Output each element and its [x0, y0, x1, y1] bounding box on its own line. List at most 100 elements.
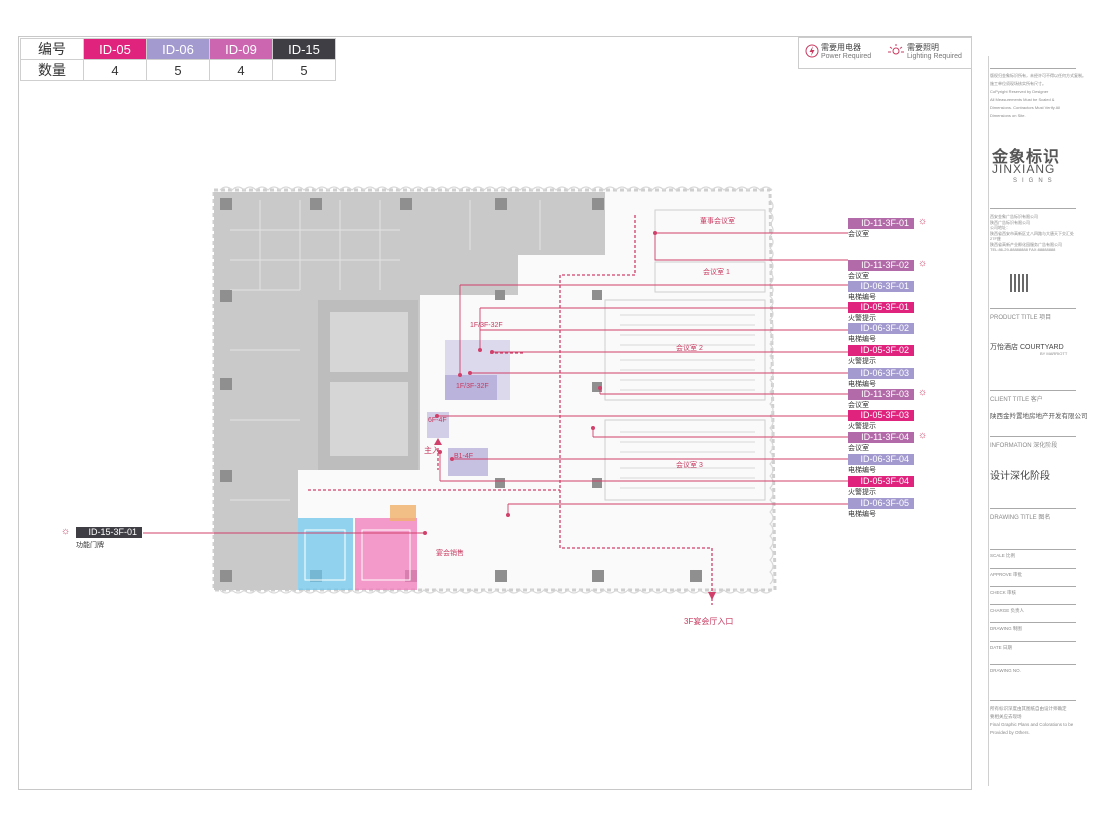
callout-tag: ID-11-3F-04	[848, 432, 914, 443]
company-line: 陕西省高新产业孵化园服务广告有限公司	[990, 241, 1062, 247]
callout-tag: ID-05-3F-03	[848, 410, 914, 421]
callout-tag-id-15: ID-15-3F-01	[76, 527, 142, 538]
lighting-label: 需要照明	[907, 43, 939, 52]
callout-tag: ID-11-3F-02	[848, 260, 914, 271]
power-icon	[805, 44, 819, 58]
qr-code-icon	[1010, 274, 1028, 292]
seating-rows	[620, 314, 755, 489]
callout-tag: ID-11-3F-03	[848, 389, 914, 400]
title-field-label: DRAWING 制图	[990, 626, 1022, 631]
copy-line: CoPyright Reserved by Designer	[990, 89, 1049, 94]
callout-tag: ID-05-3F-02	[848, 345, 914, 356]
callout-tag: ID-06-3F-05	[848, 498, 914, 509]
label-meeting-room-2: 会议室 2	[676, 343, 703, 352]
legend-id-15: ID-15	[272, 38, 336, 60]
legend-count-label: 数量	[20, 59, 84, 81]
company-line: 陕西广告标识有限公司	[990, 219, 1030, 225]
callout-tag: ID-11-3F-01	[848, 218, 914, 229]
callout-tag: ID-06-3F-04	[848, 454, 914, 465]
footer-line: 所有标识深度由其图纸自由设计师确定	[990, 706, 1067, 711]
lighting-icon	[888, 44, 904, 55]
label-elevator-d: B1-4F	[454, 453, 473, 460]
company-line: 27F座	[990, 236, 1001, 241]
information-label: INFORMATION 深化阶段	[990, 443, 1058, 449]
callout-caption: 会议室	[848, 445, 869, 452]
callout-tag: ID-05-3F-01	[848, 302, 914, 313]
legend-count-05: 4	[83, 59, 147, 81]
label-banquet-sales: 宴会销售	[436, 548, 464, 557]
label-elevator-a: 1F/3F-32F	[470, 322, 503, 329]
label-elevator-b: 1F/3F-32F	[456, 383, 489, 390]
function-area-pink	[355, 518, 417, 590]
legend-count-09: 4	[209, 59, 273, 81]
copy-line: Dimensions. Contractors Must Verify All	[990, 105, 1061, 110]
callout-tag: ID-06-3F-03	[848, 368, 914, 379]
lighting-icon: ☼	[918, 216, 928, 227]
callout-caption-id-15: 功能门牌	[76, 542, 104, 549]
client-label: CLIENT TITLE 客户	[990, 397, 1043, 403]
product-title-label: PRODUCT TITLE 项目	[990, 315, 1052, 321]
company-logo: 金象标识	[992, 149, 1061, 166]
company-logo-sub: SIGNS	[1013, 178, 1057, 184]
title-field-label: DRAWING NO.	[990, 668, 1021, 673]
stage-label: 设计深化阶段	[990, 471, 1050, 482]
label-meeting-room-3: 会议室 3	[676, 460, 703, 469]
legend-count-15: 5	[272, 59, 336, 81]
power-label: 需要用电器	[821, 43, 861, 52]
company-logo-en: JINXIANG	[992, 162, 1056, 176]
legend-id-05: ID-05	[83, 38, 147, 60]
lighting-icon: ☼	[918, 430, 928, 441]
callout-tag: ID-05-3F-04	[848, 476, 914, 487]
title-block-divider	[988, 56, 989, 786]
title-field-label: APPROVE 审批	[990, 572, 1023, 577]
power-label-en: Power Required	[821, 53, 872, 60]
callout-tag: ID-06-3F-02	[848, 323, 914, 334]
label-meeting-room-1: 会议室 1	[703, 267, 730, 276]
footer-line: Provided by Others.	[990, 730, 1030, 735]
callout-caption: 火警提示	[848, 315, 876, 322]
footer-line: 要相关应去现场	[990, 714, 1022, 719]
product-title: 万怡酒店 COURTYARD	[990, 344, 1064, 351]
callout-caption: 电梯编号	[848, 294, 876, 301]
drawing-frame	[18, 36, 972, 790]
title-field-label: SCALE 比例	[990, 553, 1016, 558]
label-elevator-c: 6F-4F	[428, 417, 447, 424]
callout-caption: 电梯编号	[848, 467, 876, 474]
callout-caption: 会议室	[848, 402, 869, 409]
function-area-orange	[390, 505, 416, 521]
egress-route	[308, 215, 713, 605]
callout-caption: 火警提示	[848, 423, 876, 430]
copy-line: Dimensions on Site.	[990, 113, 1026, 118]
callout-caption: 火警提示	[848, 489, 876, 496]
copy-line: 版权归金象标识所有，未经许可不得以任何方式复制。	[990, 73, 1086, 78]
footer-line: Final Graphic Plans and Colorations to b…	[990, 722, 1074, 727]
elevator-bank-b	[445, 375, 497, 400]
label-main-entry: 主入	[424, 445, 440, 455]
lighting-label-en: Lighting Required	[907, 53, 962, 60]
lighting-icon: ☼	[918, 387, 928, 398]
lighting-icon: ☼	[61, 526, 71, 537]
company-line: 西安金象广告标识有限公司	[990, 214, 1038, 219]
legend-table: 编号 ID-05 ID-06 ID-09 ID-15 数量 4 5 4 5	[20, 38, 336, 81]
requirement-legend: 需要用电器 Power Required 需要照明 Lighting Requi…	[798, 37, 972, 69]
callout-caption: 会议室	[848, 273, 869, 280]
title-field-label: DATE 日期	[990, 645, 1012, 650]
company-line: TEL:86-29-88888888 FAX:88888888	[990, 247, 1056, 252]
title-field-label: CHECK 审核	[990, 590, 1017, 595]
callout-caption: 电梯编号	[848, 336, 876, 343]
callout-caption: 会议室	[848, 231, 869, 238]
elevator-bank-d	[448, 448, 488, 476]
callout-tag: ID-06-3F-01	[848, 281, 914, 292]
lighting-icon: ☼	[918, 258, 928, 269]
elevator-bank-c	[427, 412, 449, 438]
copy-line: 施工单位须现场核实所有尺寸。	[990, 81, 1046, 86]
legend-header-label: 编号	[20, 38, 84, 60]
drawing-title-label: DRAWING TITLE 图名	[990, 515, 1051, 521]
callout-caption: 电梯编号	[848, 511, 876, 518]
facade-columns	[219, 186, 774, 594]
client-name: 陕西金羚置地房地产开发有限公司	[990, 413, 1088, 420]
title-field-label: CHARGE 负责人	[990, 608, 1025, 613]
callout-caption: 电梯编号	[848, 381, 876, 388]
company-line: 公司地址：	[990, 225, 1010, 230]
